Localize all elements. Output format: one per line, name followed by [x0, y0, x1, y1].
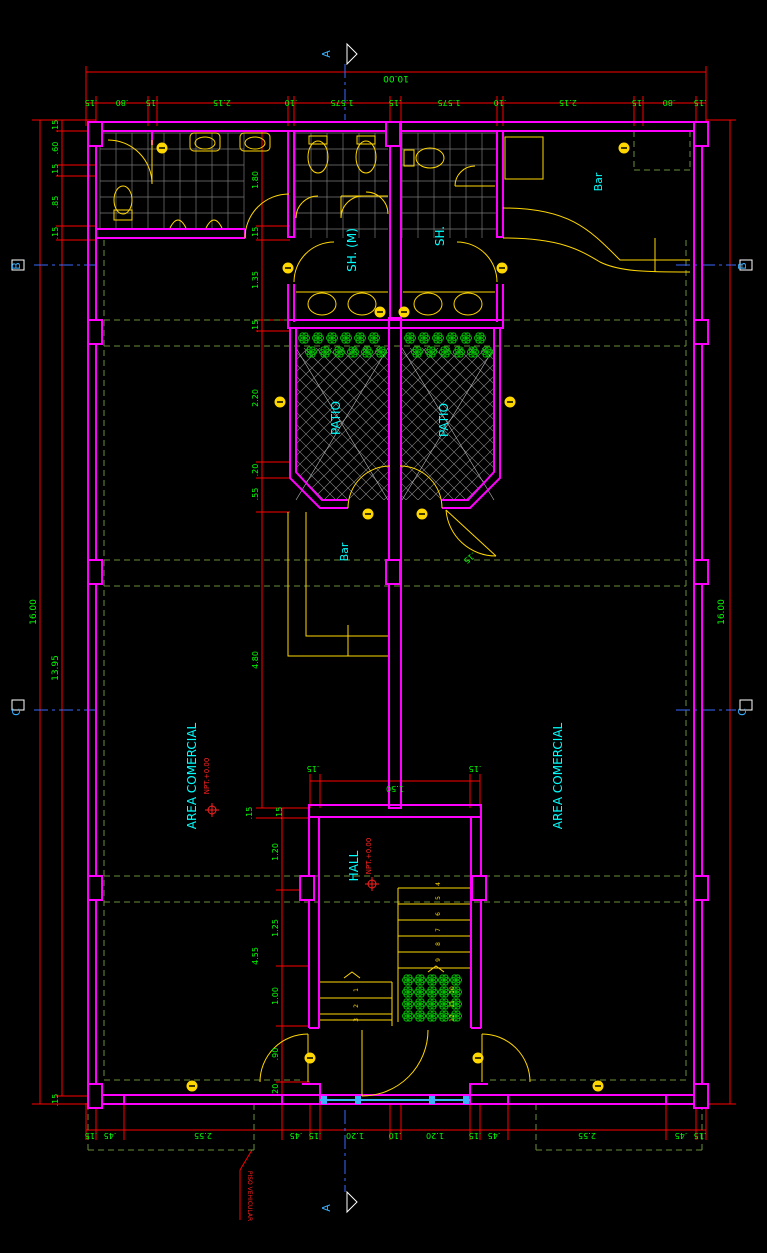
- dim-bottom-part: .45: [104, 1131, 117, 1140]
- dim-top-part: .80: [663, 98, 676, 107]
- dim-bottom-part: .15: [85, 1131, 98, 1140]
- dim-left-top-4: .15: [51, 227, 60, 240]
- dim-left-top-3: .85: [51, 196, 60, 209]
- dim-top-part: 2.15: [559, 98, 577, 107]
- dim-bottom-part: 2.55: [578, 1131, 596, 1140]
- stair-step-number: 4: [435, 882, 442, 886]
- dim-bottom-part: .15: [469, 1131, 482, 1140]
- dim-top-part: .10: [285, 98, 298, 107]
- stair-step-number: 11: [449, 1000, 456, 1008]
- dim-top-part: 1.575: [438, 98, 461, 107]
- dim-top-part: .15: [632, 98, 645, 107]
- dim-top-part: 2.15: [213, 98, 231, 107]
- room-label-area-right: AREA COMERCIAL: [551, 722, 565, 829]
- room-level-area-left: NPT.+0.00: [203, 758, 211, 795]
- dim-top-part: .10: [494, 98, 507, 107]
- dim-inner-v8: 4.80: [251, 651, 260, 669]
- section-label-a-top: A: [320, 50, 333, 58]
- stair-step-number: 6: [435, 912, 442, 916]
- planters: [298, 332, 493, 1022]
- room-label-patio-right: PATIO: [437, 403, 451, 437]
- dim-inner-v1: 1.80: [251, 171, 260, 189]
- dim-right-overall: 16.00: [717, 599, 727, 625]
- dim-bottom-part: .45: [290, 1131, 303, 1140]
- section-cut-lines: [34, 64, 736, 1192]
- dim-inner-v11: 1.20: [271, 843, 280, 861]
- stair-step-number: 5: [435, 896, 442, 900]
- stair-step-number: 1: [353, 988, 360, 992]
- dim-top-overall: 10.00: [383, 73, 409, 83]
- dim-bottom-part: 2.55: [194, 1131, 212, 1140]
- dim-left-top-0: .15: [51, 120, 60, 133]
- stair-step-number: 12: [449, 1014, 456, 1022]
- dim-left-bottom: .15: [51, 1094, 60, 1107]
- dim-bottom-part: .45: [488, 1131, 501, 1140]
- room-label-bar-mid: Bar: [338, 542, 351, 561]
- dim-inner-v2: .15: [251, 227, 260, 240]
- dim-hall-left: .15: [307, 764, 320, 773]
- dim-left-sub: 13.95: [51, 655, 61, 681]
- section-label-c-left: C: [10, 708, 23, 716]
- dim-inner-v14: .90: [271, 1048, 280, 1061]
- room-level-hall: NPT.+0.00: [365, 838, 373, 875]
- section-markers: [11, 42, 753, 1214]
- room-label-sh-m: SH. (M): [345, 228, 359, 272]
- room-label-sh: SH.: [433, 226, 447, 246]
- entry-note: PISO VEHICULAR: [246, 1171, 253, 1221]
- electrical-marks: [156, 142, 630, 1092]
- dim-inner-v13: 1.00: [271, 987, 280, 1005]
- dim-top-part: 1.575: [331, 98, 354, 107]
- dim-bottom-part: 1.20: [426, 1131, 444, 1140]
- dim-hall-right: .15: [469, 764, 482, 773]
- section-label-b-right: B: [736, 262, 749, 270]
- dim-inner-v7: .55: [251, 488, 260, 501]
- dim-inner-v12: 1.25: [271, 919, 280, 937]
- dim-bottom-part: .10: [389, 1131, 402, 1140]
- section-label-c-right: C: [736, 708, 749, 716]
- room-label-area-left: AREA COMERCIAL: [185, 722, 199, 829]
- dim-inner-v10: 4.55: [251, 947, 260, 965]
- dim-inner-v9: .15: [245, 807, 254, 820]
- dim-labels-top: .15 .80 .15 2.15 .10 1.575 .15 1.575 .10 2.15 .15.…: [85, 98, 707, 107]
- labels: A A B B C C SH. (M) SH. PATIO PATIO Bar …: [10, 50, 749, 1221]
- dim-inner-v3: 1.35: [251, 271, 260, 289]
- section-label-b-left: B: [10, 262, 23, 270]
- dim-top-part: .15: [389, 98, 402, 107]
- room-label-hall: HALL: [347, 850, 361, 881]
- dim-hall-width: 1.50: [386, 784, 404, 793]
- dim-bottom-part: .15: [309, 1131, 322, 1140]
- room-label-bar-top: Bar: [592, 172, 605, 191]
- stair-step-number: 7: [435, 928, 442, 932]
- dim-inner-v5: 2.20: [251, 389, 260, 407]
- dim-labels-bottom: .15 .45 2.55 .45 .15 1.20 .10 1.20 .15 .45 2.55 .45…: [85, 1131, 707, 1140]
- stair-step-number: 8: [435, 942, 442, 946]
- dim-top-part: .15: [146, 98, 159, 107]
- dim-top-part: .80: [116, 98, 129, 107]
- columns: [87, 121, 709, 1109]
- dim-top-part: .15: [694, 98, 707, 107]
- section-label-a-bottom: A: [320, 1204, 333, 1212]
- dim-top-part: .15: [85, 98, 98, 107]
- dim-left-overall: 16.00: [29, 599, 39, 625]
- dim-inner-v15: .20: [271, 1084, 280, 1097]
- room-label-patio-left: PATIO: [329, 401, 343, 435]
- stair-step-number: 9: [435, 958, 442, 962]
- patio-hatch: [295, 347, 495, 501]
- stair-step-number: 3: [353, 1018, 360, 1022]
- dim-inner-v16: .15: [275, 807, 284, 820]
- dim-left-top-1: .60: [51, 142, 60, 155]
- dim-labels-side: 16.00 13.95 .15 .60 .15 .85 .15 .15 16.0…: [29, 120, 727, 1107]
- dim-bottom-part: 1.20: [346, 1131, 364, 1140]
- dim-bottom-part: .45: [675, 1131, 688, 1140]
- dim-bottom-part: .15: [694, 1131, 707, 1140]
- stair-step-number: 10: [449, 986, 456, 994]
- stair-step-number: 2: [353, 1004, 360, 1008]
- dim-inner-v4: .15: [251, 320, 260, 333]
- dim-inner-v6: .20: [251, 464, 260, 477]
- entrance-glass: [320, 1096, 470, 1104]
- dim-left-top-2: .15: [51, 164, 60, 177]
